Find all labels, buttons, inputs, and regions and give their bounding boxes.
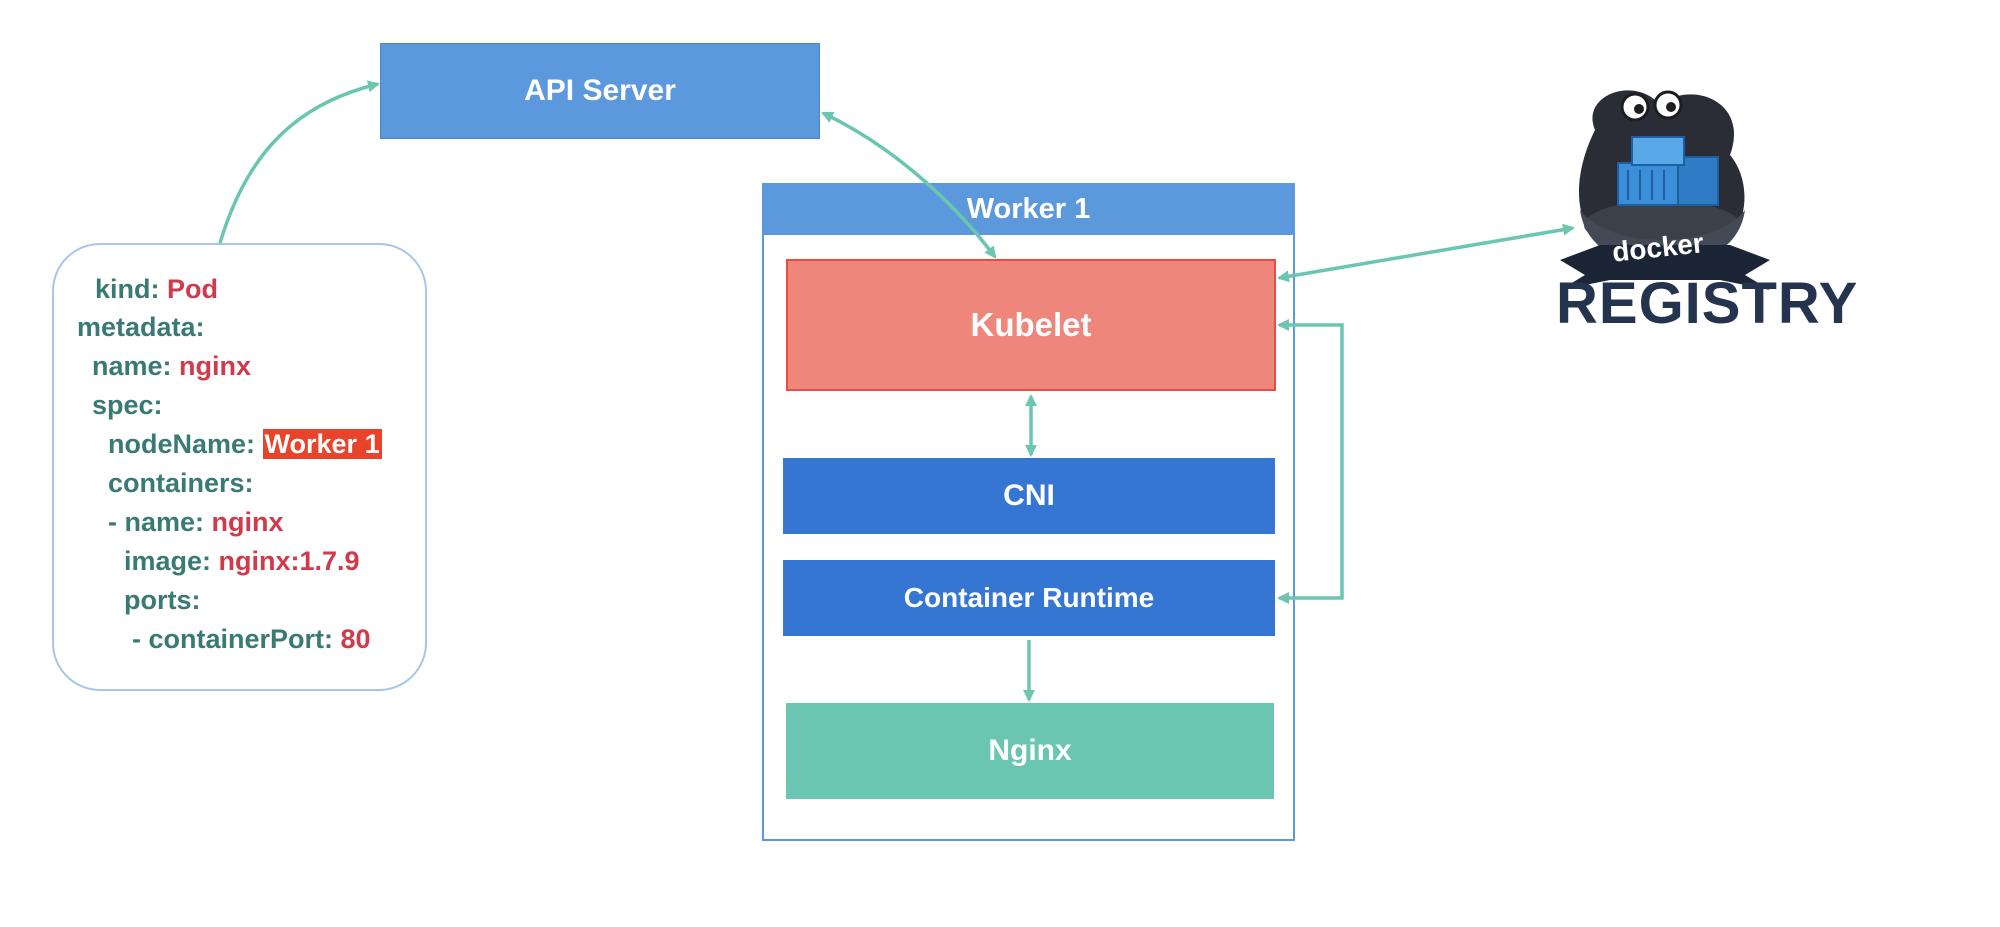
kubelet-runtime-arrow: [1277, 319, 1344, 604]
yaml-line-image: image: nginx:1.7.9: [124, 546, 360, 576]
yaml-line-container-port: - containerPort: 80: [132, 624, 371, 654]
nginx-label: Nginx: [988, 734, 1072, 767]
pod-manifest-box: [52, 243, 427, 691]
yaml-line-spec: spec:: [92, 390, 163, 420]
kubelet-label: Kubelet: [970, 306, 1092, 343]
cni-label: CNI: [1003, 479, 1055, 512]
yaml-line-containers: containers:: [108, 468, 254, 498]
nodename-highlight: Worker 1: [262, 429, 382, 459]
yaml-line-ports: ports:: [124, 585, 201, 615]
api-kubelet-arrow: [821, 111, 997, 259]
kubelet-box: Kubelet: [786, 259, 1276, 391]
yaml-line-metadata: metadata:: [77, 312, 205, 342]
container-runtime-label: Container Runtime: [903, 582, 1155, 613]
container-runtime-box: Container Runtime: [783, 560, 1275, 636]
docker-registry-logo: [1560, 90, 1770, 290]
api-server-box: API Server: [380, 43, 820, 139]
kubelet-registry-arrow: [1277, 223, 1575, 283]
manifest-to-api-arrow: [218, 80, 380, 244]
yaml-line-container-name: - name: nginx: [108, 507, 284, 537]
cni-box: CNI: [783, 458, 1275, 534]
registry-label: REGISTRY: [1556, 271, 1859, 336]
api-server-label: API Server: [524, 74, 676, 107]
yaml-line-nodename: nodeName: Worker 1: [108, 429, 382, 459]
yaml-line-name: name: nginx: [92, 351, 252, 381]
nginx-box: Nginx: [786, 703, 1274, 799]
yaml-line-kind: kind: Pod: [95, 274, 218, 304]
